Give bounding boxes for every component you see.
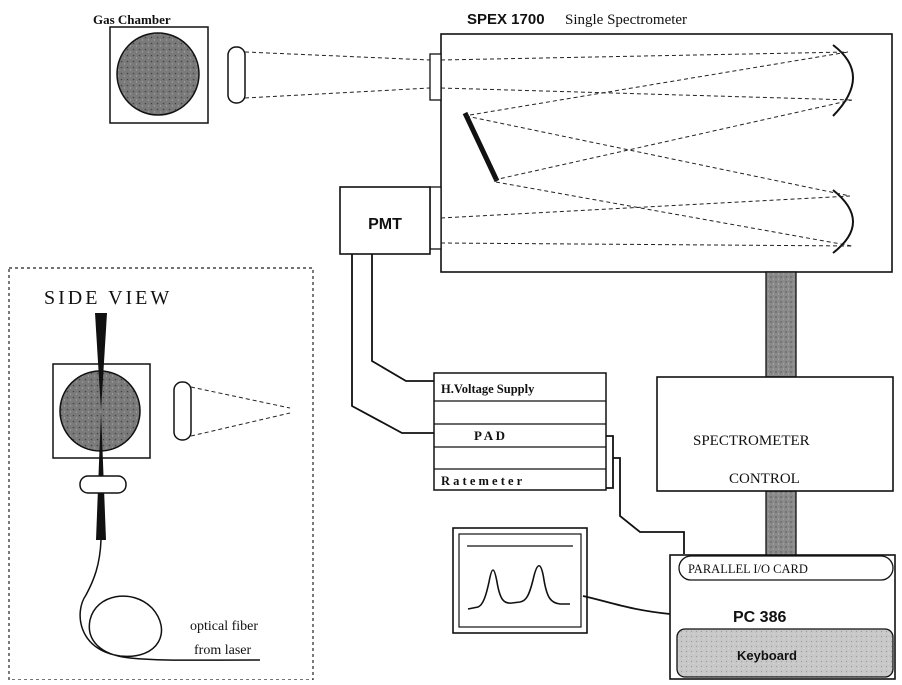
beam-to-spectrometer bbox=[244, 51, 431, 99]
monitor bbox=[452, 527, 588, 634]
pmt-label: PMT bbox=[368, 216, 402, 233]
collimating-mirror bbox=[832, 44, 854, 117]
laser-beam-upper bbox=[95, 313, 107, 411]
monitor-cable bbox=[582, 595, 671, 615]
pad-label: P A D bbox=[474, 428, 505, 443]
internal-light-path bbox=[440, 51, 853, 247]
pmt: PMT bbox=[339, 186, 431, 255]
parallel-io-card-label: PARALLEL I/O CARD bbox=[688, 562, 808, 576]
diffraction-grating bbox=[462, 111, 500, 183]
side-view-frame bbox=[8, 267, 314, 681]
spectrum-trace bbox=[467, 564, 570, 610]
rack-to-pc-cables bbox=[606, 435, 685, 554]
collection-lens-side bbox=[173, 381, 192, 441]
gas-chamber-top: Gas Chamber bbox=[93, 12, 209, 124]
pmt-cables bbox=[351, 254, 434, 434]
entrance-slit bbox=[429, 53, 442, 101]
fiber-connector bbox=[79, 475, 127, 494]
spectrometer-control-box bbox=[656, 376, 894, 492]
spectrometer-housing bbox=[440, 33, 893, 273]
side-beam bbox=[190, 386, 291, 437]
gas-chamber-window bbox=[116, 32, 200, 116]
spectrometer-control-label-1: SPECTROMETER bbox=[693, 433, 810, 449]
spectrometer-type-label: Single Spectrometer bbox=[565, 12, 687, 28]
keyboard bbox=[676, 628, 894, 678]
side-view-title: SIDE VIEW bbox=[44, 287, 172, 309]
exit-slit bbox=[429, 186, 442, 250]
side-view-panel: SIDE VIEW optical fiber from laser bbox=[8, 267, 314, 681]
optical-fiber bbox=[79, 539, 261, 661]
parallel-io-card bbox=[678, 555, 894, 581]
collection-lens-top bbox=[227, 46, 246, 104]
rack-frame bbox=[433, 372, 607, 491]
monitor-screen bbox=[458, 533, 582, 628]
pmt-signal-cable bbox=[351, 254, 434, 434]
spectrometer-drive-cable bbox=[765, 271, 797, 378]
keyboard-label: Keyboard bbox=[737, 648, 797, 663]
pc-label: PC 386 bbox=[733, 609, 786, 626]
hv-supply-label: H.Voltage Supply bbox=[441, 382, 535, 396]
control-to-pc-cable bbox=[765, 490, 797, 557]
spectrometer-control-label-2: CONTROL bbox=[729, 471, 800, 487]
fiber-label-line-2: from laser bbox=[194, 643, 251, 658]
pmt-box bbox=[339, 186, 431, 255]
pmt-hv-cable bbox=[371, 254, 434, 382]
fiber-label-line-1: optical fiber bbox=[190, 619, 258, 634]
ratemeter-label: R a t e m e t e r bbox=[441, 474, 523, 488]
spectrometer-model-label: SPEX 1700 bbox=[467, 11, 545, 28]
pc-386: PARALLEL I/O CARD PC 386 Keyboard bbox=[669, 554, 896, 680]
spectrometer: SPEX 1700 Single Spectrometer bbox=[429, 11, 893, 273]
spectrometer-control: SPECTROMETER CONTROL bbox=[656, 376, 894, 492]
gas-chamber-label: Gas Chamber bbox=[93, 12, 171, 27]
electronics-rack: H.Voltage Supply P A D R a t e m e t e r bbox=[433, 372, 607, 491]
